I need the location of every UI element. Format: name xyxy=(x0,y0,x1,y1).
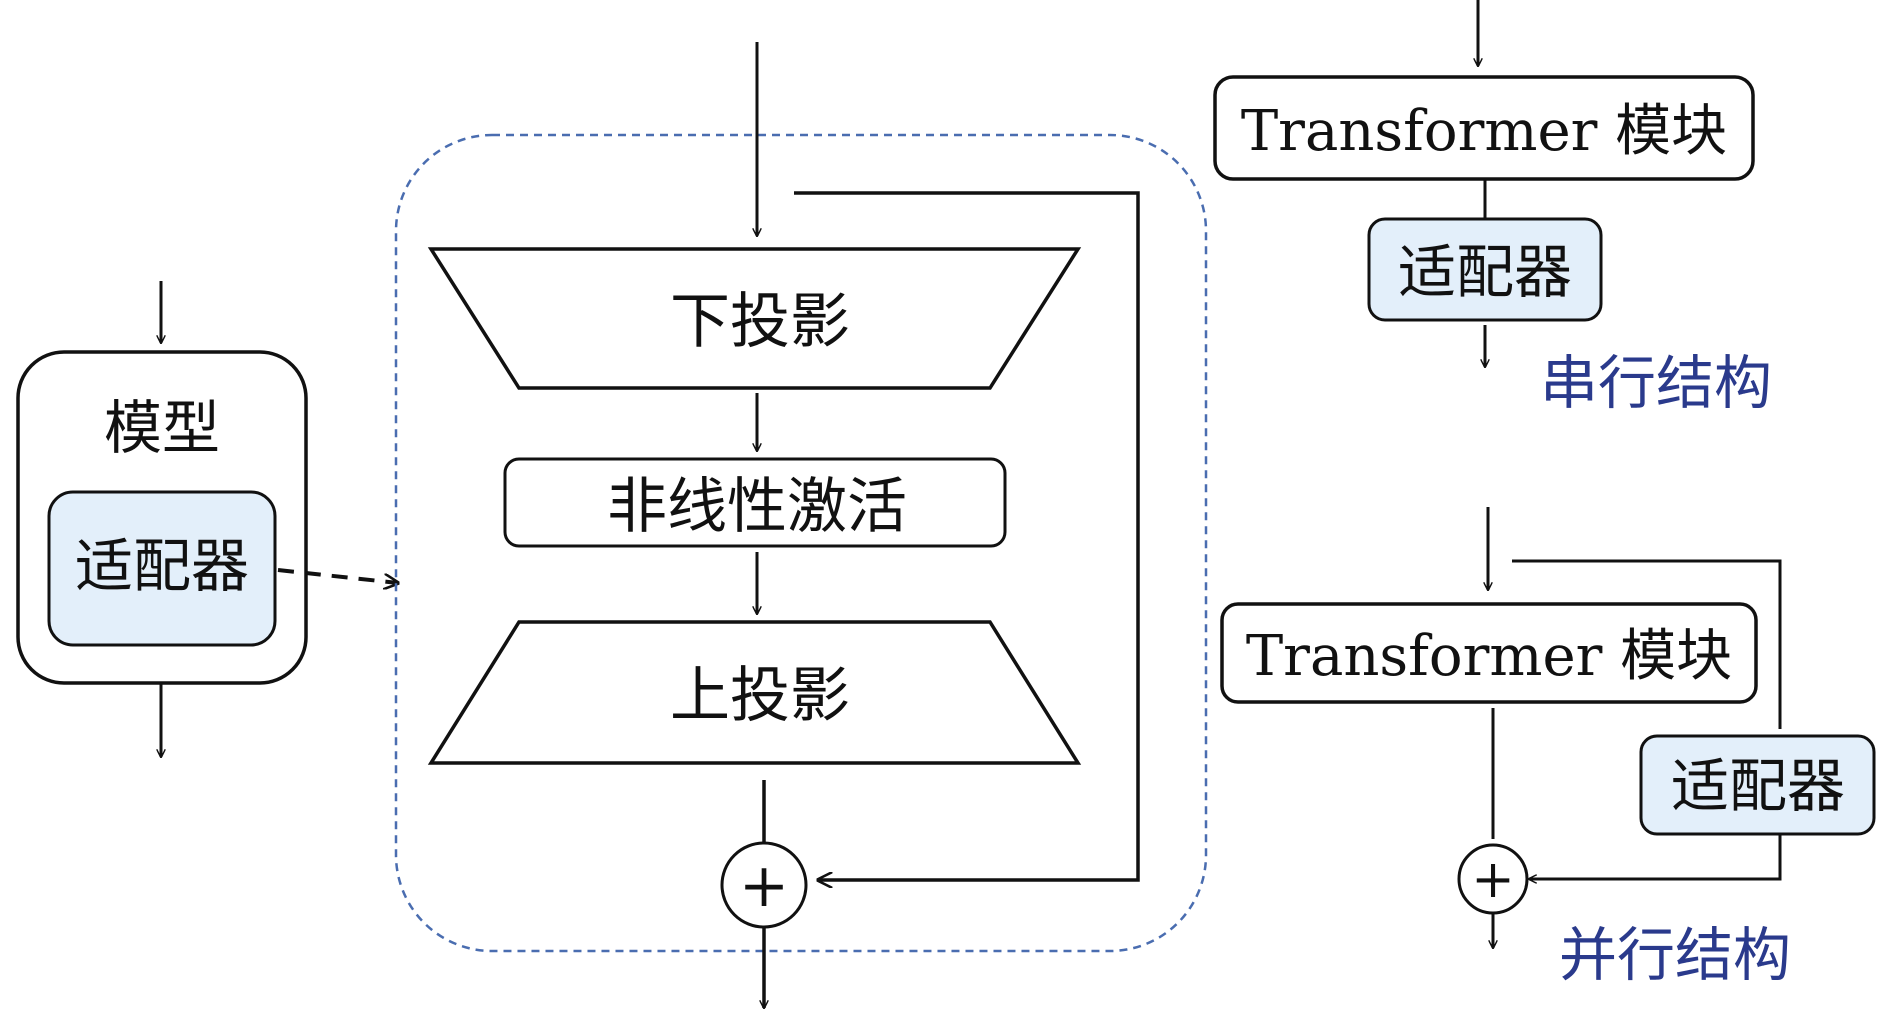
up-projection-trapezoid xyxy=(427,620,1082,765)
model-label: 模型 xyxy=(104,394,220,462)
detail-link-dashed-arrow xyxy=(277,568,398,583)
parallel-transformer-box xyxy=(1220,602,1758,704)
nonlinear-activation-label: 非线性激活 xyxy=(607,472,907,542)
parallel-caption: 并行结构 xyxy=(1559,921,1791,989)
serial-adapter-label: 适配器 xyxy=(1398,238,1572,306)
parallel-adapter-to-sum-arrow xyxy=(1529,834,1782,879)
residual-skip-line xyxy=(794,191,1140,880)
serial-adapter-box xyxy=(1367,217,1603,322)
parallel-sum-node-symbol: + xyxy=(1471,850,1515,910)
down-projection-label: 下投影 xyxy=(670,287,850,357)
nonlinear-activation-box xyxy=(503,457,1007,548)
serial-transformer-label: Transformer 模块 xyxy=(1241,99,1727,164)
adapter-detail-dashed-border xyxy=(394,133,1208,953)
down-projection-trapezoid xyxy=(427,247,1082,390)
parallel-branch-line-top xyxy=(1512,559,1782,729)
serial-structure-group: Transformer 模块 适配器 串行结构 xyxy=(1213,0,1772,417)
sum-node-symbol: + xyxy=(739,851,789,921)
up-projection-label: 上投影 xyxy=(670,661,850,731)
parallel-transformer-label: Transformer 模块 xyxy=(1246,624,1732,689)
parallel-adapter-box xyxy=(1639,734,1876,836)
serial-caption: 串行结构 xyxy=(1540,349,1772,417)
parallel-structure-group: Transformer 模块 适配器 + 并行结构 xyxy=(1220,507,1876,989)
adapter-detail-group: 下投影 非线性激活 上投影 + xyxy=(394,42,1208,1008)
model-adapter-box xyxy=(47,490,277,647)
left-model-group: 模型 适配器 xyxy=(16,281,398,757)
model-adapter-label: 适配器 xyxy=(75,532,249,600)
parallel-adapter-label: 适配器 xyxy=(1671,752,1845,820)
